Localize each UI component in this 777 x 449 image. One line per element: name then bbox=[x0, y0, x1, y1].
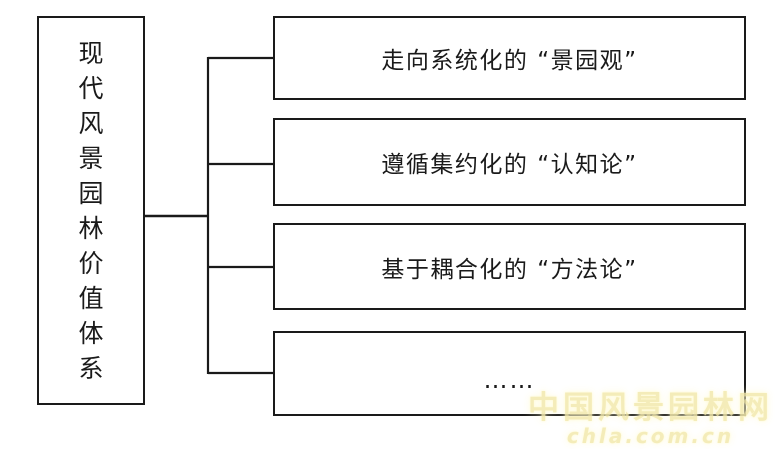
node-label-epistemology: 遵循集约化的 “认知论” bbox=[381, 152, 638, 178]
node-label-landscape-view: 走向系统化的 “景园观” bbox=[381, 48, 638, 74]
node-box-methodology: 基于耦合化的 “方法论” bbox=[273, 223, 746, 310]
watermark-url: chla.com.cn bbox=[566, 424, 735, 448]
node-label-methodology: 基于耦合化的 “方法论” bbox=[381, 256, 638, 283]
root-node-label: 现代风景园林价值体系 bbox=[78, 38, 104, 383]
node-label-ellipsis: …… bbox=[483, 365, 536, 394]
node-box-epistemology: 遵循集约化的 “认知论” bbox=[273, 118, 746, 206]
node-box-landscape-view: 走向系统化的 “景园观” bbox=[273, 16, 746, 100]
node-box-ellipsis: …… bbox=[273, 331, 746, 416]
root-node-box: 现代风景园林价值体系 bbox=[37, 16, 145, 405]
